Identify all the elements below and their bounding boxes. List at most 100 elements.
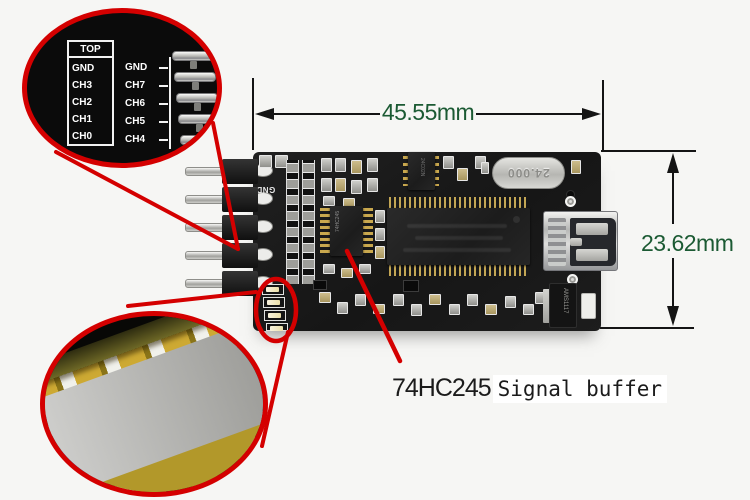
pin-label: CH5 (125, 116, 146, 127)
passive-component (319, 292, 331, 303)
status-led (263, 297, 285, 308)
pin-label: CH4 (125, 134, 146, 145)
transistor (313, 280, 327, 290)
passive-component (375, 210, 385, 223)
header-housing (222, 159, 258, 184)
passive-component (323, 264, 335, 274)
eeprom-marking: 24C02N (419, 158, 425, 177)
crystal-oscillator: 24.000 (492, 157, 565, 189)
caption-description: Signal buffer (492, 375, 668, 403)
passive-component (375, 246, 385, 259)
magnified-pin (176, 93, 217, 103)
regulator-marking: AMS1117 (562, 288, 568, 314)
main-chip-pins-bottom (389, 265, 529, 276)
pin-tick (159, 139, 168, 141)
pin-map-inset: TOP GND CH3 CH2 CH1 CH0 GND CH7 CH6 CH5 … (22, 8, 222, 168)
usb-shield-pad (565, 196, 576, 207)
dimension-height-label: 23.62mm (641, 230, 734, 256)
passive-component (367, 158, 378, 172)
passive-component (373, 304, 385, 314)
gnd-silkscreen-label: GND (256, 185, 276, 194)
pin-map-top-label: TOP (69, 42, 112, 58)
pin-map-table: TOP GND CH3 CH2 CH1 CH0 (67, 40, 114, 146)
passive-component (321, 178, 332, 192)
pin-bracket (169, 57, 171, 149)
passive-component (523, 304, 534, 315)
magnified-pin (172, 51, 214, 61)
status-led (262, 284, 284, 295)
pin-label: CH1 (72, 114, 93, 125)
caption-chip-name: 74HC245 (392, 374, 492, 402)
passive-component (375, 228, 385, 241)
passive-component (429, 294, 441, 305)
buffer-chip-pins (363, 208, 373, 254)
voltage-regulator: AMS1117 (549, 283, 577, 328)
status-led (264, 310, 286, 321)
passive-component (467, 294, 478, 306)
passive-component (351, 180, 362, 194)
header-housing (222, 215, 258, 240)
passive-component (485, 304, 497, 315)
passive-component (449, 304, 460, 315)
passive-component (393, 294, 404, 306)
pin-nub (196, 124, 203, 132)
passive-component (337, 302, 348, 314)
passive-component (359, 264, 371, 274)
pin-label: CH2 (72, 97, 93, 108)
status-led (266, 323, 288, 331)
magnified-pin (180, 135, 217, 145)
passive-component (259, 155, 272, 168)
header-housing (222, 243, 258, 268)
mini-usb-connector (543, 211, 618, 271)
pin-nub (190, 61, 197, 69)
passive-component (323, 196, 335, 206)
passive-component (341, 268, 353, 278)
header-housing (222, 187, 258, 212)
passive-component (481, 162, 489, 174)
passive-strip (302, 160, 315, 284)
passive-strip (286, 160, 299, 284)
regulator-tab (543, 289, 550, 323)
passive-component (351, 160, 362, 174)
passive-component (457, 168, 468, 181)
eeprom-chip: 24C02N (408, 152, 435, 190)
crystal-marking: 24.000 (507, 166, 550, 180)
eeprom-pins (433, 156, 439, 186)
pin-tick (159, 121, 168, 123)
regulator-pad (581, 293, 596, 319)
passive-component (411, 304, 422, 316)
led-zoom-inset: 3 2 1 0 (40, 311, 268, 497)
pin-nub (194, 103, 201, 111)
pin-label: GND (125, 62, 148, 73)
pin-tick (159, 85, 168, 87)
transistor (403, 280, 419, 292)
eeprom-pins (403, 156, 409, 186)
pin-label: CH6 (125, 98, 146, 109)
magnified-pin (178, 114, 217, 124)
buffer-chip-pins (320, 208, 330, 254)
pin-label: CH3 (72, 80, 93, 91)
main-chip (387, 208, 530, 265)
passive-component (335, 158, 346, 172)
pin-tick (159, 67, 168, 69)
chip-pin1-dot (513, 216, 520, 223)
pin-label: GND (72, 63, 95, 74)
led-zoom-render: 3 2 1 0 (45, 316, 263, 492)
passive-component (321, 158, 332, 172)
header-housing (222, 271, 258, 296)
usb-contacts (548, 218, 566, 266)
buffer-chip: 74HC245 (330, 206, 363, 256)
buffer-chip-marking: 74HC245 (335, 210, 341, 232)
pin-label: CH0 (72, 131, 93, 142)
passive-component (335, 178, 346, 192)
pin-tick (159, 103, 168, 105)
main-chip-pins-top (389, 197, 529, 208)
passive-component (367, 178, 378, 192)
pin-nub (192, 82, 199, 90)
pin-label: CH7 (125, 80, 146, 91)
passive-component (505, 296, 516, 308)
passive-component (355, 294, 366, 306)
passive-component (443, 156, 454, 169)
